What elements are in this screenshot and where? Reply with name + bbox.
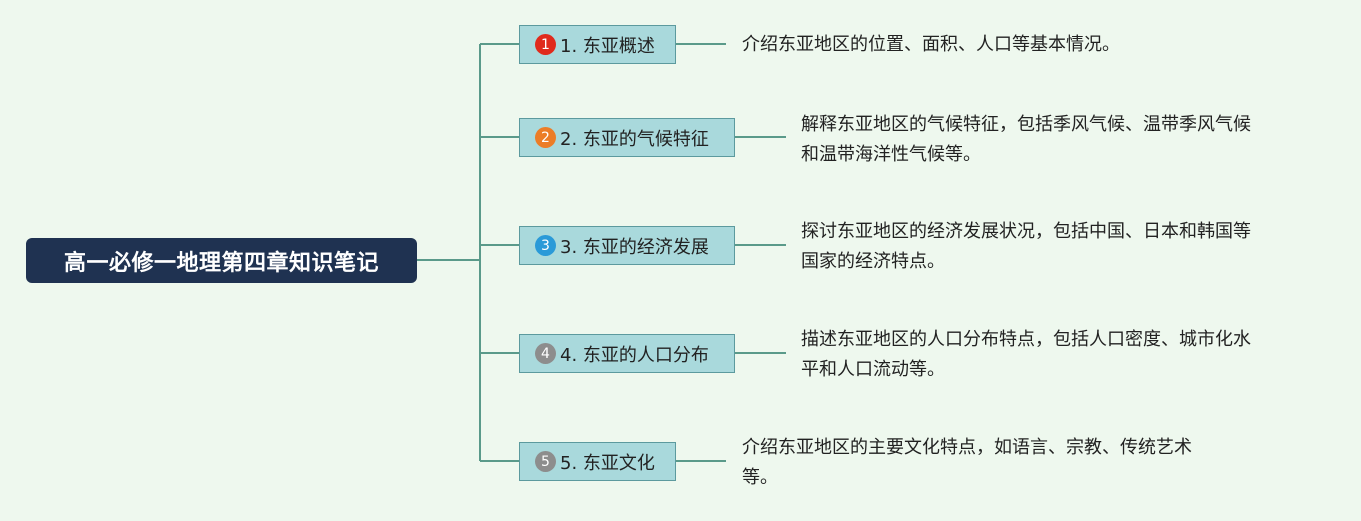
- topic-label: 5. 东亚文化: [560, 452, 655, 474]
- topic-5[interactable]: 5 5. 东亚文化: [519, 442, 676, 481]
- topic-3[interactable]: 3 3. 东亚的经济发展: [519, 226, 735, 265]
- root-title: 高一必修一地理第四章知识笔记: [63, 250, 379, 276]
- priority-5-icon: 5: [535, 451, 556, 472]
- description-line: 介绍东亚地区的位置、面积、人口等基本情况。: [742, 34, 1120, 55]
- topic-3-description: 探讨东亚地区的经济发展状况，包括中国、日本和韩国等 国家的经济特点。: [801, 217, 1251, 277]
- priority-1-icon: 1: [535, 34, 556, 55]
- topic-label: 1. 东亚概述: [560, 35, 655, 57]
- topic-1[interactable]: 1 1. 东亚概述: [519, 25, 676, 64]
- topic-2[interactable]: 2 2. 东亚的气候特征: [519, 118, 735, 157]
- description-line: 等。: [742, 467, 778, 488]
- description-line: 探讨东亚地区的经济发展状况，包括中国、日本和韩国等: [801, 221, 1251, 242]
- topic-4-description: 描述东亚地区的人口分布特点，包括人口密度、城市化水 平和人口流动等。: [801, 325, 1251, 385]
- description-line: 介绍东亚地区的主要文化特点，如语言、宗教、传统艺术: [742, 437, 1192, 458]
- priority-2-icon: 2: [535, 127, 556, 148]
- priority-3-icon: 3: [535, 235, 556, 256]
- topic-label: 4. 东亚的人口分布: [560, 344, 709, 366]
- root-topic[interactable]: 高一必修一地理第四章知识笔记: [26, 238, 417, 283]
- topic-1-description: 介绍东亚地区的位置、面积、人口等基本情况。: [742, 30, 1120, 60]
- topic-2-description: 解释东亚地区的气候特征，包括季风气候、温带季风气候 和温带海洋性气候等。: [801, 110, 1251, 170]
- topic-4[interactable]: 4 4. 东亚的人口分布: [519, 334, 735, 373]
- description-line: 解释东亚地区的气候特征，包括季风气候、温带季风气候: [801, 114, 1251, 135]
- description-line: 平和人口流动等。: [801, 359, 945, 380]
- topic-label: 3. 东亚的经济发展: [560, 236, 709, 258]
- topic-5-description: 介绍东亚地区的主要文化特点，如语言、宗教、传统艺术 等。: [742, 433, 1192, 493]
- priority-4-icon: 4: [535, 343, 556, 364]
- topic-label: 2. 东亚的气候特征: [560, 128, 709, 150]
- description-line: 和温带海洋性气候等。: [801, 144, 981, 165]
- description-line: 国家的经济特点。: [801, 251, 945, 272]
- description-line: 描述东亚地区的人口分布特点，包括人口密度、城市化水: [801, 329, 1251, 350]
